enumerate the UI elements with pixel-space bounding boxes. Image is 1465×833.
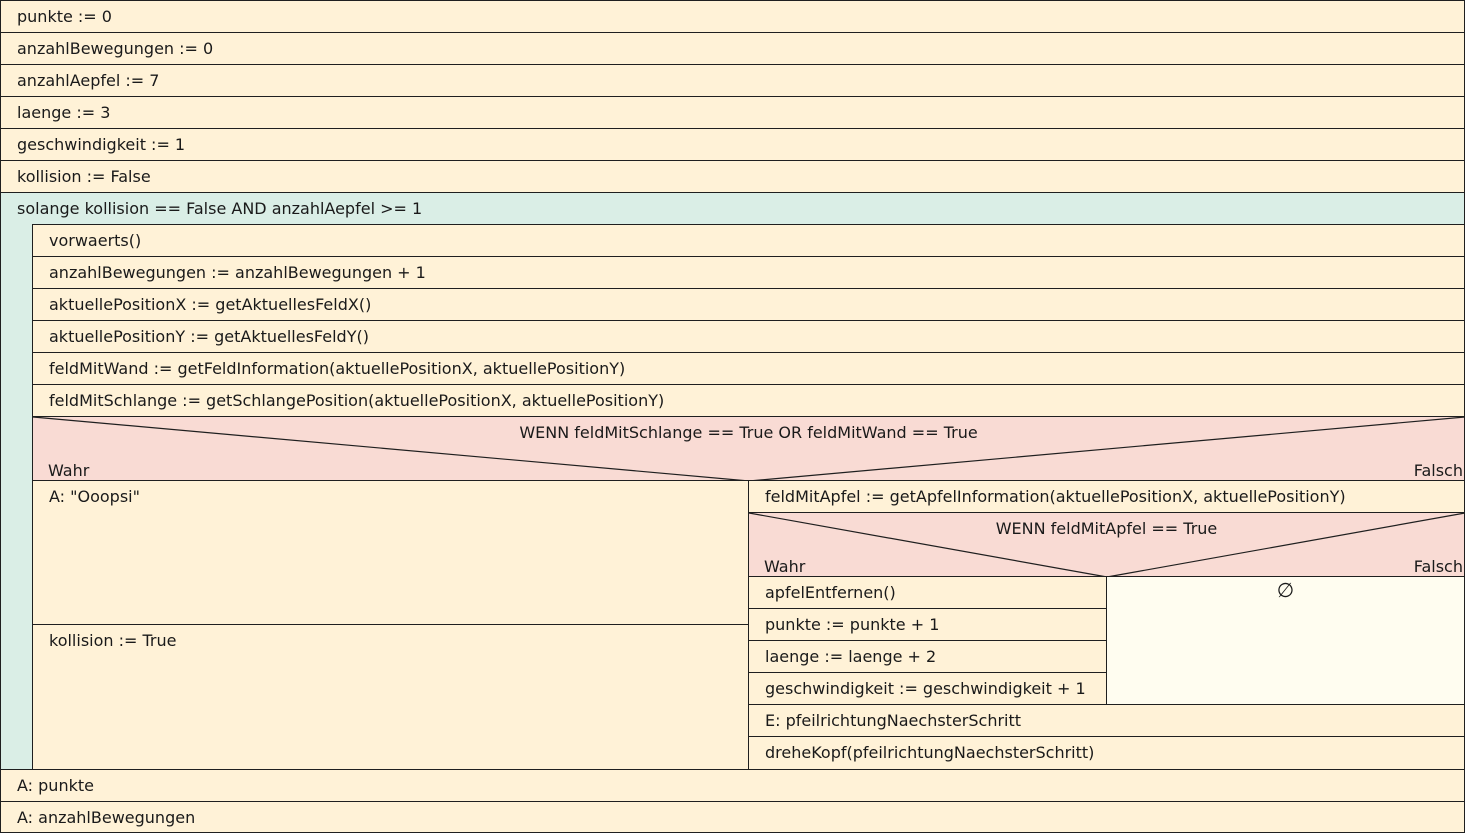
loop-statement-vorwaerts: vorwaerts() [32,224,1465,257]
loop-statement-feldmitschlange: feldMitSchlange := getSchlangePosition(a… [32,384,1465,417]
true-label: Wahr [764,557,806,576]
output-punkte: A: punkte [0,769,1465,802]
output-anzahlbewegungen: A: anzahlBewegungen [0,801,1465,833]
while-loop-header: solange kollision == False AND anzahlAep… [17,199,423,218]
statement-geschwindigkeit-init: geschwindigkeit := 1 [0,128,1465,161]
statement-anzahlaepfel-init: anzahlAepfel := 7 [0,64,1465,97]
statement-feldmitapfel: feldMitApfel := getApfelInformation(aktu… [748,480,1465,513]
statement-geschwindigkeit-increment: geschwindigkeit := geschwindigkeit + 1 [748,672,1107,705]
statement-apfelentfernen: apfelEntfernen() [748,576,1107,609]
statement-laenge-increment: laenge := laenge + 2 [748,640,1107,673]
loop-statement-positiony: aktuellePositionY := getAktuellesFeldY() [32,320,1465,353]
condition-text: WENN feldMitSchlange == True OR feldMitW… [519,423,978,442]
loop-statement-feldmitwand: feldMitWand := getFeldInformation(aktuel… [32,352,1465,385]
empty-set-symbol: ∅ [1276,578,1295,602]
statement-kollision-init: kollision := False [0,160,1465,193]
input-pfeilrichtung: E: pfeilrichtungNaechsterSchritt [748,704,1465,737]
empty-branch: ∅ [1106,576,1465,705]
output-ooopsi: A: "Ooopsi" [32,480,749,625]
condition-triangle [748,512,1465,578]
condition-block-kollision-check: WENN feldMitSchlange == True OR feldMitW… [32,416,1465,482]
statement-kollision-true: kollision := True [32,624,749,770]
loop-statement-anzahlbewegungen: anzahlBewegungen := anzahlBewegungen + 1 [32,256,1465,289]
statement-drehekopf: dreheKopf(pfeilrichtungNaechsterSchritt) [748,736,1465,770]
statement-laenge-init: laenge := 3 [0,96,1465,129]
statement-punkte-increment: punkte := punkte + 1 [748,608,1107,641]
condition-block-apfel-check: WENN feldMitApfel == True Wahr Falsch [748,512,1465,578]
loop-statement-positionx: aktuellePositionX := getAktuellesFeldX() [32,288,1465,321]
condition-triangle [32,416,1465,482]
statement-punkte-init: punkte := 0 [0,0,1465,33]
statement-anzahlbewegungen-init: anzahlBewegungen := 0 [0,32,1465,65]
true-label: Wahr [48,461,90,480]
false-label: Falsch [1413,557,1463,576]
false-label: Falsch [1413,461,1463,480]
condition-text: WENN feldMitApfel == True [995,519,1218,538]
